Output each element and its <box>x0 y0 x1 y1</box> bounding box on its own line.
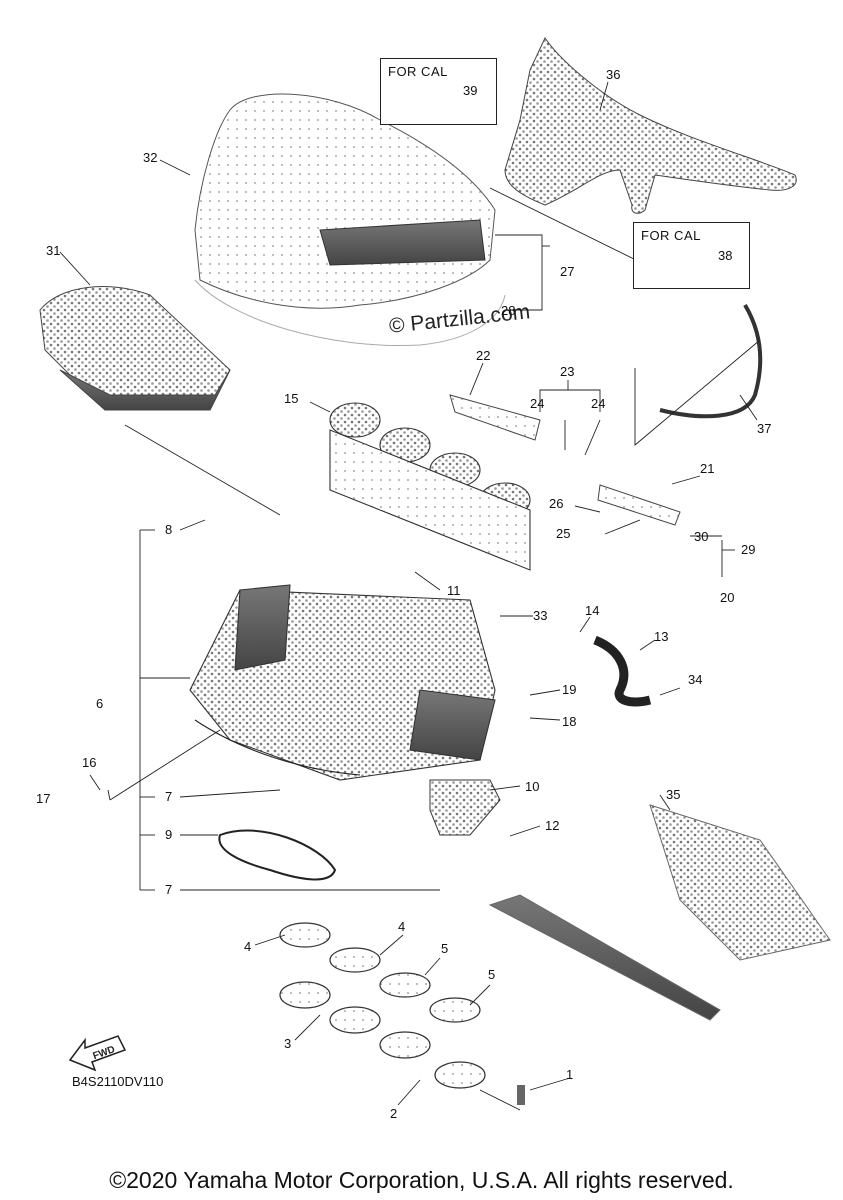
callout-6: 6 <box>96 696 104 711</box>
callout-14: 14 <box>585 603 600 618</box>
callout-28: 28 <box>501 303 516 318</box>
callout-39: 39 <box>463 83 478 98</box>
fwd-arrow-icon: FWD <box>68 1035 127 1072</box>
callout-12: 12 <box>545 818 560 833</box>
hose-13 <box>593 635 652 707</box>
callout-35: 35 <box>666 787 681 802</box>
panel-35 <box>488 804 831 1021</box>
callout-7: 7 <box>165 882 173 897</box>
throttle-bodies-15 <box>329 402 531 571</box>
callout-30: 30 <box>694 529 709 544</box>
callout-20: 20 <box>720 590 735 605</box>
callout-7: 7 <box>165 789 173 804</box>
callout-8: 8 <box>165 522 173 537</box>
callout-5: 5 <box>488 967 496 982</box>
callout-19: 19 <box>562 682 577 697</box>
hose-37 <box>659 303 763 419</box>
for-cal-box-38: FOR CAL <box>633 222 750 289</box>
gasket-9 <box>218 829 337 881</box>
air-box-lower-6 <box>189 584 496 781</box>
callout-25: 25 <box>556 526 571 541</box>
leader-lines <box>59 81 761 1111</box>
callout-37: 37 <box>757 421 772 436</box>
callout-18: 18 <box>562 714 577 729</box>
callout-11: 11 <box>447 583 461 598</box>
callout-5: 5 <box>441 941 449 956</box>
callout-23: 23 <box>560 364 575 379</box>
clamps <box>279 922 486 1089</box>
air-filter-31 <box>39 286 231 411</box>
callout-1: 1 <box>566 1067 574 1082</box>
callout-10: 10 <box>525 779 540 794</box>
diagram-code: B4S2110DV110 <box>72 1074 164 1089</box>
bolt-1 <box>517 1085 525 1105</box>
callout-32: 32 <box>143 150 158 165</box>
copyright: ©2020 Yamaha Motor Corporation, U.S.A. A… <box>109 1167 734 1193</box>
callout-38: 38 <box>718 248 733 263</box>
callout-4: 4 <box>244 939 252 954</box>
for-cal-box-39: FOR CAL <box>380 58 497 125</box>
air-cleaner-cover <box>194 93 506 347</box>
callout-21: 21 <box>700 461 715 476</box>
callout-17: 17 <box>36 791 51 806</box>
sensor-10 <box>429 779 501 836</box>
callout-24: 24 <box>530 396 545 411</box>
fuel-rails <box>449 394 681 526</box>
callout-27: 27 <box>560 264 575 279</box>
callout-26: 26 <box>549 496 564 511</box>
callout-33: 33 <box>533 608 548 623</box>
callout-24: 24 <box>591 396 606 411</box>
callout-22: 22 <box>476 348 491 363</box>
callout-29: 29 <box>741 542 756 557</box>
callout-4: 4 <box>398 919 406 934</box>
side-cover-36 <box>504 36 797 214</box>
callout-13: 13 <box>654 629 669 644</box>
callout-36: 36 <box>606 67 621 82</box>
callout-31: 31 <box>46 243 61 258</box>
callout-3: 3 <box>284 1036 292 1051</box>
for-cal-label: FOR CAL <box>388 64 448 79</box>
callout-9: 9 <box>165 827 173 842</box>
callout-34: 34 <box>688 672 703 687</box>
callout-15: 15 <box>284 391 299 406</box>
for-cal-label: FOR CAL <box>641 228 701 243</box>
callout-2: 2 <box>390 1106 398 1121</box>
callout-16: 16 <box>82 755 97 770</box>
